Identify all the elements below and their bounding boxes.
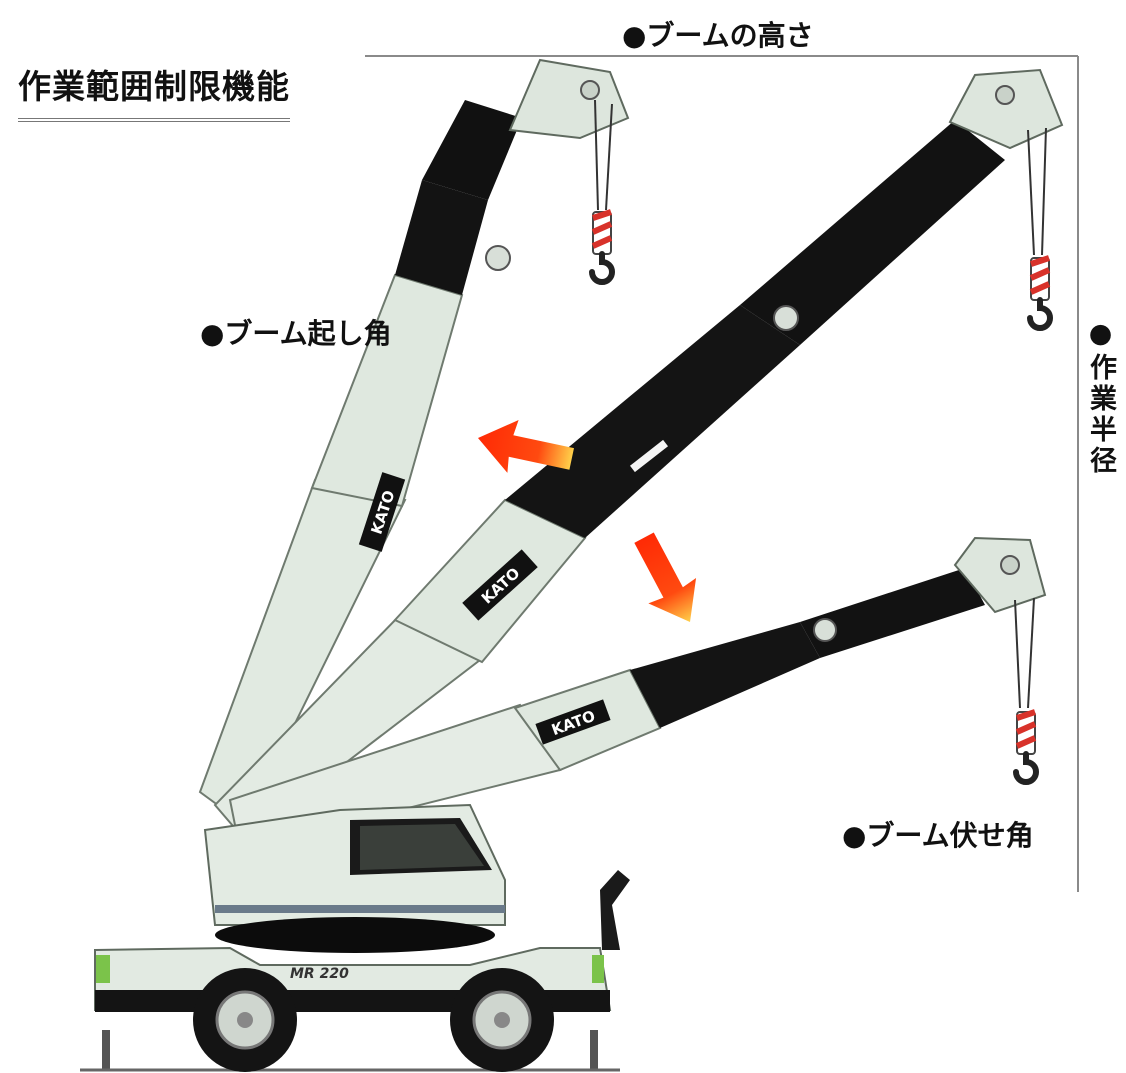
label-work-radius: ●作業半径	[1085, 318, 1116, 477]
raise-arrow-icon	[478, 420, 574, 473]
model-name: MR 220	[290, 966, 349, 982]
hook-raised-icon	[592, 212, 612, 282]
hook-middle-icon	[1030, 258, 1050, 328]
page-title: 作業範囲制限機能	[18, 60, 290, 122]
hook-lowered-icon	[1016, 712, 1036, 782]
boom-raised: KATO	[198, 58, 630, 827]
label-boom-height: ●ブームの高さ	[622, 19, 814, 52]
lower-arrow-icon	[634, 532, 697, 622]
label-boom-raise-angle: ●ブーム起し角	[200, 317, 392, 350]
crane-cab	[203, 803, 506, 953]
label-boom-lower-angle: ●ブーム伏せ角	[842, 819, 1034, 852]
front-wheel	[193, 968, 297, 1072]
rear-wheel	[450, 968, 554, 1072]
